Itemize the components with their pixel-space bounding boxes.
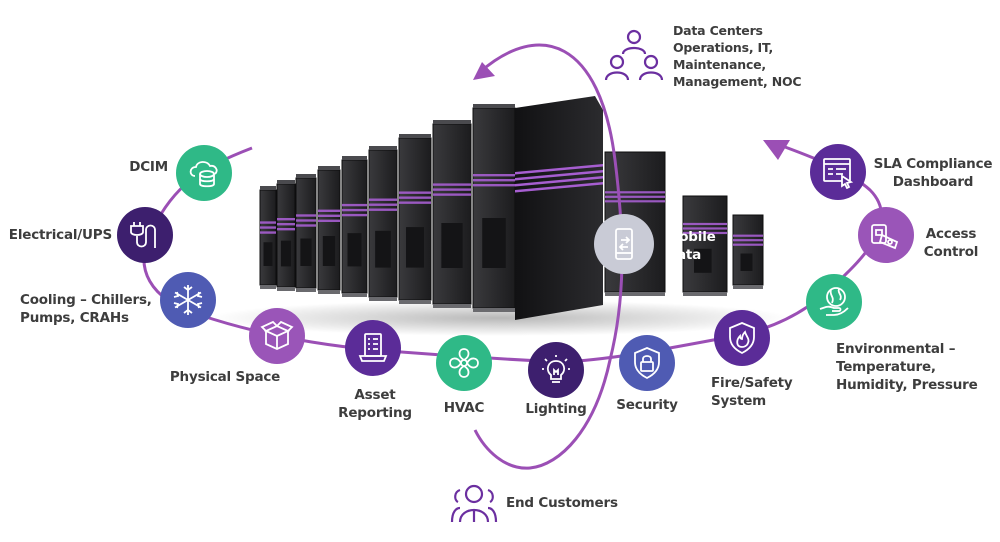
mobile-data-loop (473, 43, 624, 470)
server-racks-illustration (259, 96, 764, 320)
label-physical-space: Physical Space (169, 369, 281, 385)
cloud-database-icon (189, 161, 218, 188)
snowflake-icon (173, 285, 203, 315)
end-customers-label: End Customers (506, 495, 618, 511)
label-fire-safety: Fire/Safety System (711, 374, 793, 410)
mobile-data-label: Mobile Data (666, 228, 716, 264)
label-electrical-ups: Electrical/UPS (8, 227, 112, 243)
team-label-line: Management, NOC (673, 74, 802, 89)
node-fire-safety[interactable] (714, 310, 770, 366)
customers-people-icon (450, 484, 498, 523)
server-rack (259, 186, 277, 289)
arrowhead-top-left-icon (473, 62, 495, 80)
asset-label-line: Asset (354, 387, 396, 403)
mobile-data-icon (615, 228, 633, 260)
node-cooling[interactable] (160, 272, 216, 328)
node-hvac[interactable] (436, 335, 492, 391)
environmental-label-line: Humidity, Pressure (836, 377, 978, 393)
server-rack (472, 104, 516, 312)
box-icon (260, 320, 294, 350)
lightbulb-icon (542, 355, 570, 383)
node-asset-reporting[interactable] (345, 320, 401, 376)
server-rack (341, 156, 368, 297)
server-rack (295, 174, 317, 292)
dashboard-window-icon (823, 158, 854, 189)
label-environmental: Environmental – Temperature, Humidity, P… (836, 340, 978, 394)
asset-label-line: Reporting (338, 405, 412, 421)
server-rack (276, 180, 296, 291)
cooling-label-line: Pumps, CRAHs (20, 310, 129, 326)
node-security[interactable] (619, 335, 675, 391)
access-label-line: Control (923, 244, 979, 260)
mobile-data-node[interactable] (594, 214, 654, 274)
label-hvac: HVAC (443, 400, 485, 416)
cooling-label-line: Cooling – Chillers, (20, 292, 152, 308)
arrowhead-right-icon (763, 140, 790, 160)
mobile-label-line: Mobile (666, 229, 716, 245)
environmental-label-line: Temperature, (836, 359, 936, 375)
access-label-line: Access (925, 226, 977, 242)
label-asset-reporting: Asset Reporting (330, 386, 420, 422)
sla-label-line: SLA Compliance (873, 156, 993, 172)
environmental-label-line: Environmental – (836, 341, 956, 357)
label-sla-dashboard: SLA Compliance Dashboard (868, 155, 998, 191)
fan-icon (449, 348, 479, 378)
server-rack (732, 214, 764, 289)
server-rack (317, 166, 341, 294)
label-access-control: Access Control (912, 225, 990, 261)
mobile-label-line: Data (666, 247, 702, 263)
shield-flame-icon (729, 322, 755, 355)
team-people-icon (604, 29, 664, 81)
plug-icon (130, 222, 156, 248)
node-dcim[interactable] (176, 145, 232, 201)
label-cooling: Cooling – Chillers, Pumps, CRAHs (20, 291, 152, 327)
sla-label-line: Dashboard (892, 174, 974, 190)
shield-lock-icon (634, 347, 660, 380)
server-rack (432, 120, 472, 308)
node-environmental[interactable] (806, 274, 862, 330)
fire-label-line: Fire/Safety (711, 375, 793, 391)
label-lighting: Lighting (525, 401, 587, 417)
team-label-line: Operations, IT, (673, 40, 774, 55)
node-sla-dashboard[interactable] (810, 144, 866, 200)
keycard-icon (871, 224, 899, 250)
team-label-line: Data Centers (673, 23, 763, 38)
server-rack (368, 146, 398, 301)
server-rack-side (515, 96, 603, 320)
team-label-line: Maintenance, (673, 57, 766, 72)
label-security: Security (616, 397, 678, 413)
node-physical-space[interactable] (249, 308, 305, 364)
checklist-laptop-icon (358, 333, 388, 362)
node-electrical-ups[interactable] (117, 207, 173, 263)
node-access-control[interactable] (858, 207, 914, 263)
label-dcim: DCIM (129, 159, 168, 175)
node-lighting[interactable] (528, 342, 584, 398)
globe-hand-icon (819, 287, 849, 316)
server-rack (398, 134, 432, 304)
server-rack (682, 195, 728, 296)
fire-label-line: System (711, 393, 767, 409)
